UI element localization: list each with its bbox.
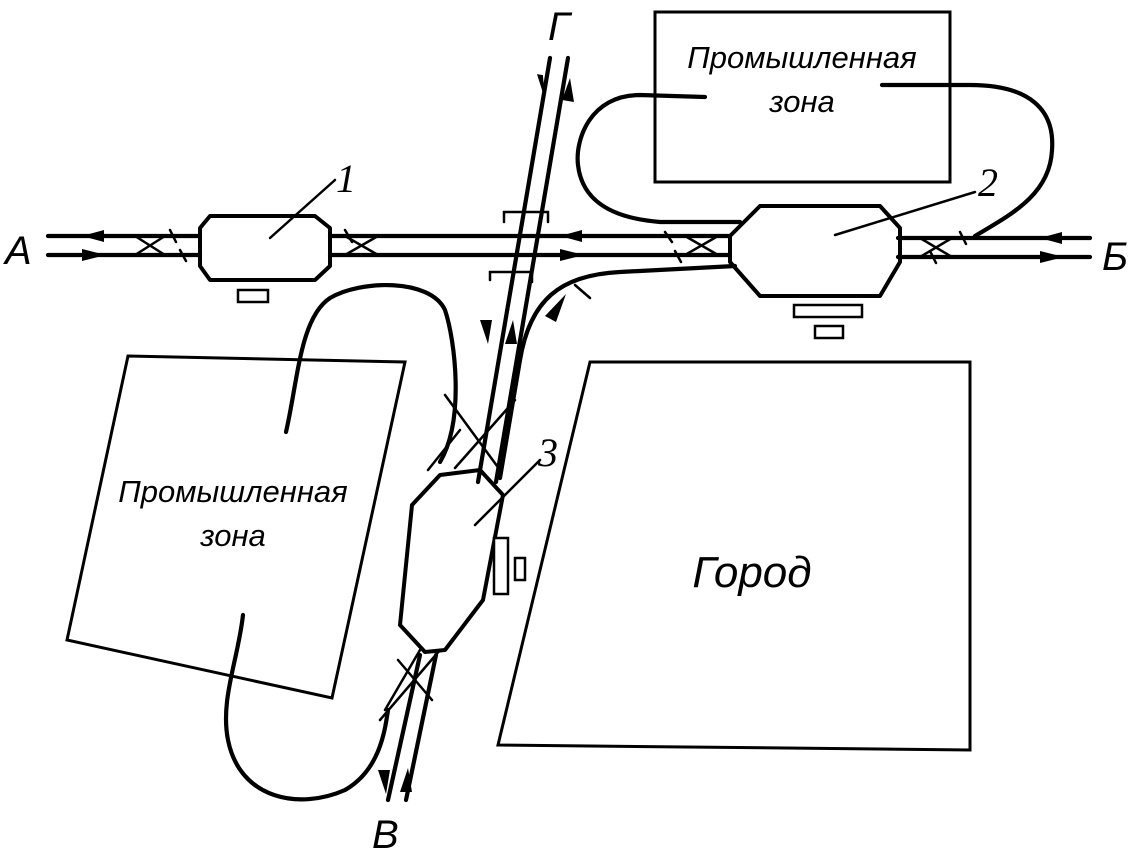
direction-label-v: В — [372, 813, 399, 857]
industrial-zone-top-label-line1: Промышленная — [687, 40, 916, 75]
arrow-line-west-icon — [560, 230, 582, 242]
arrow-from-v-icon — [400, 768, 412, 792]
city-zone-label: Город — [692, 548, 811, 597]
arrow-to-v-icon — [378, 770, 390, 794]
arrow-from-a-icon — [82, 249, 106, 261]
arrow-to-g-icon — [562, 78, 574, 102]
station-3-building-large — [492, 536, 510, 596]
main-line-g-v — [378, 55, 574, 803]
city-zone: Город — [496, 360, 972, 752]
industrial-zone-left: Промышленная зона — [65, 354, 407, 700]
station-2: 2 — [728, 160, 998, 340]
arrow-to-b-icon — [1040, 251, 1064, 263]
station-2-building-small — [813, 324, 845, 340]
station-2-label: 2 — [978, 160, 998, 205]
industrial-zone-left-label-line1: Промышленная — [118, 474, 347, 509]
station-3: 3 — [398, 430, 558, 654]
siding-left-zone — [223, 283, 458, 802]
direction-label-g: Г — [548, 5, 573, 49]
city-zone-box — [496, 360, 972, 752]
arrow-from-b-icon — [1040, 232, 1062, 244]
direction-label-b: Б — [1102, 235, 1128, 279]
direction-label-a: А — [3, 229, 32, 273]
station-2-building-large — [792, 303, 864, 319]
arrow-line-east-icon — [560, 249, 584, 261]
connection-line-station2 — [497, 263, 738, 481]
main-line-a-b — [45, 228, 1093, 265]
industrial-zone-left-box — [65, 354, 407, 700]
station-1: 1 — [198, 156, 356, 304]
station-1-label: 1 — [336, 156, 356, 201]
station-3-label: 3 — [537, 430, 558, 475]
station-1-building — [236, 288, 270, 304]
arrow-to-a-icon — [82, 230, 104, 242]
arrow-line-north-icon — [505, 320, 517, 344]
arrow-connection-icon — [545, 294, 566, 322]
station-3-building-small — [513, 556, 527, 582]
arrow-line-south-icon — [480, 320, 492, 344]
industrial-zone-left-label-line2: зона — [199, 518, 266, 553]
industrial-zone-top-label-line2: зона — [768, 84, 835, 119]
siding-top-zone — [575, 82, 1055, 239]
arrow-from-g-icon — [537, 74, 545, 99]
